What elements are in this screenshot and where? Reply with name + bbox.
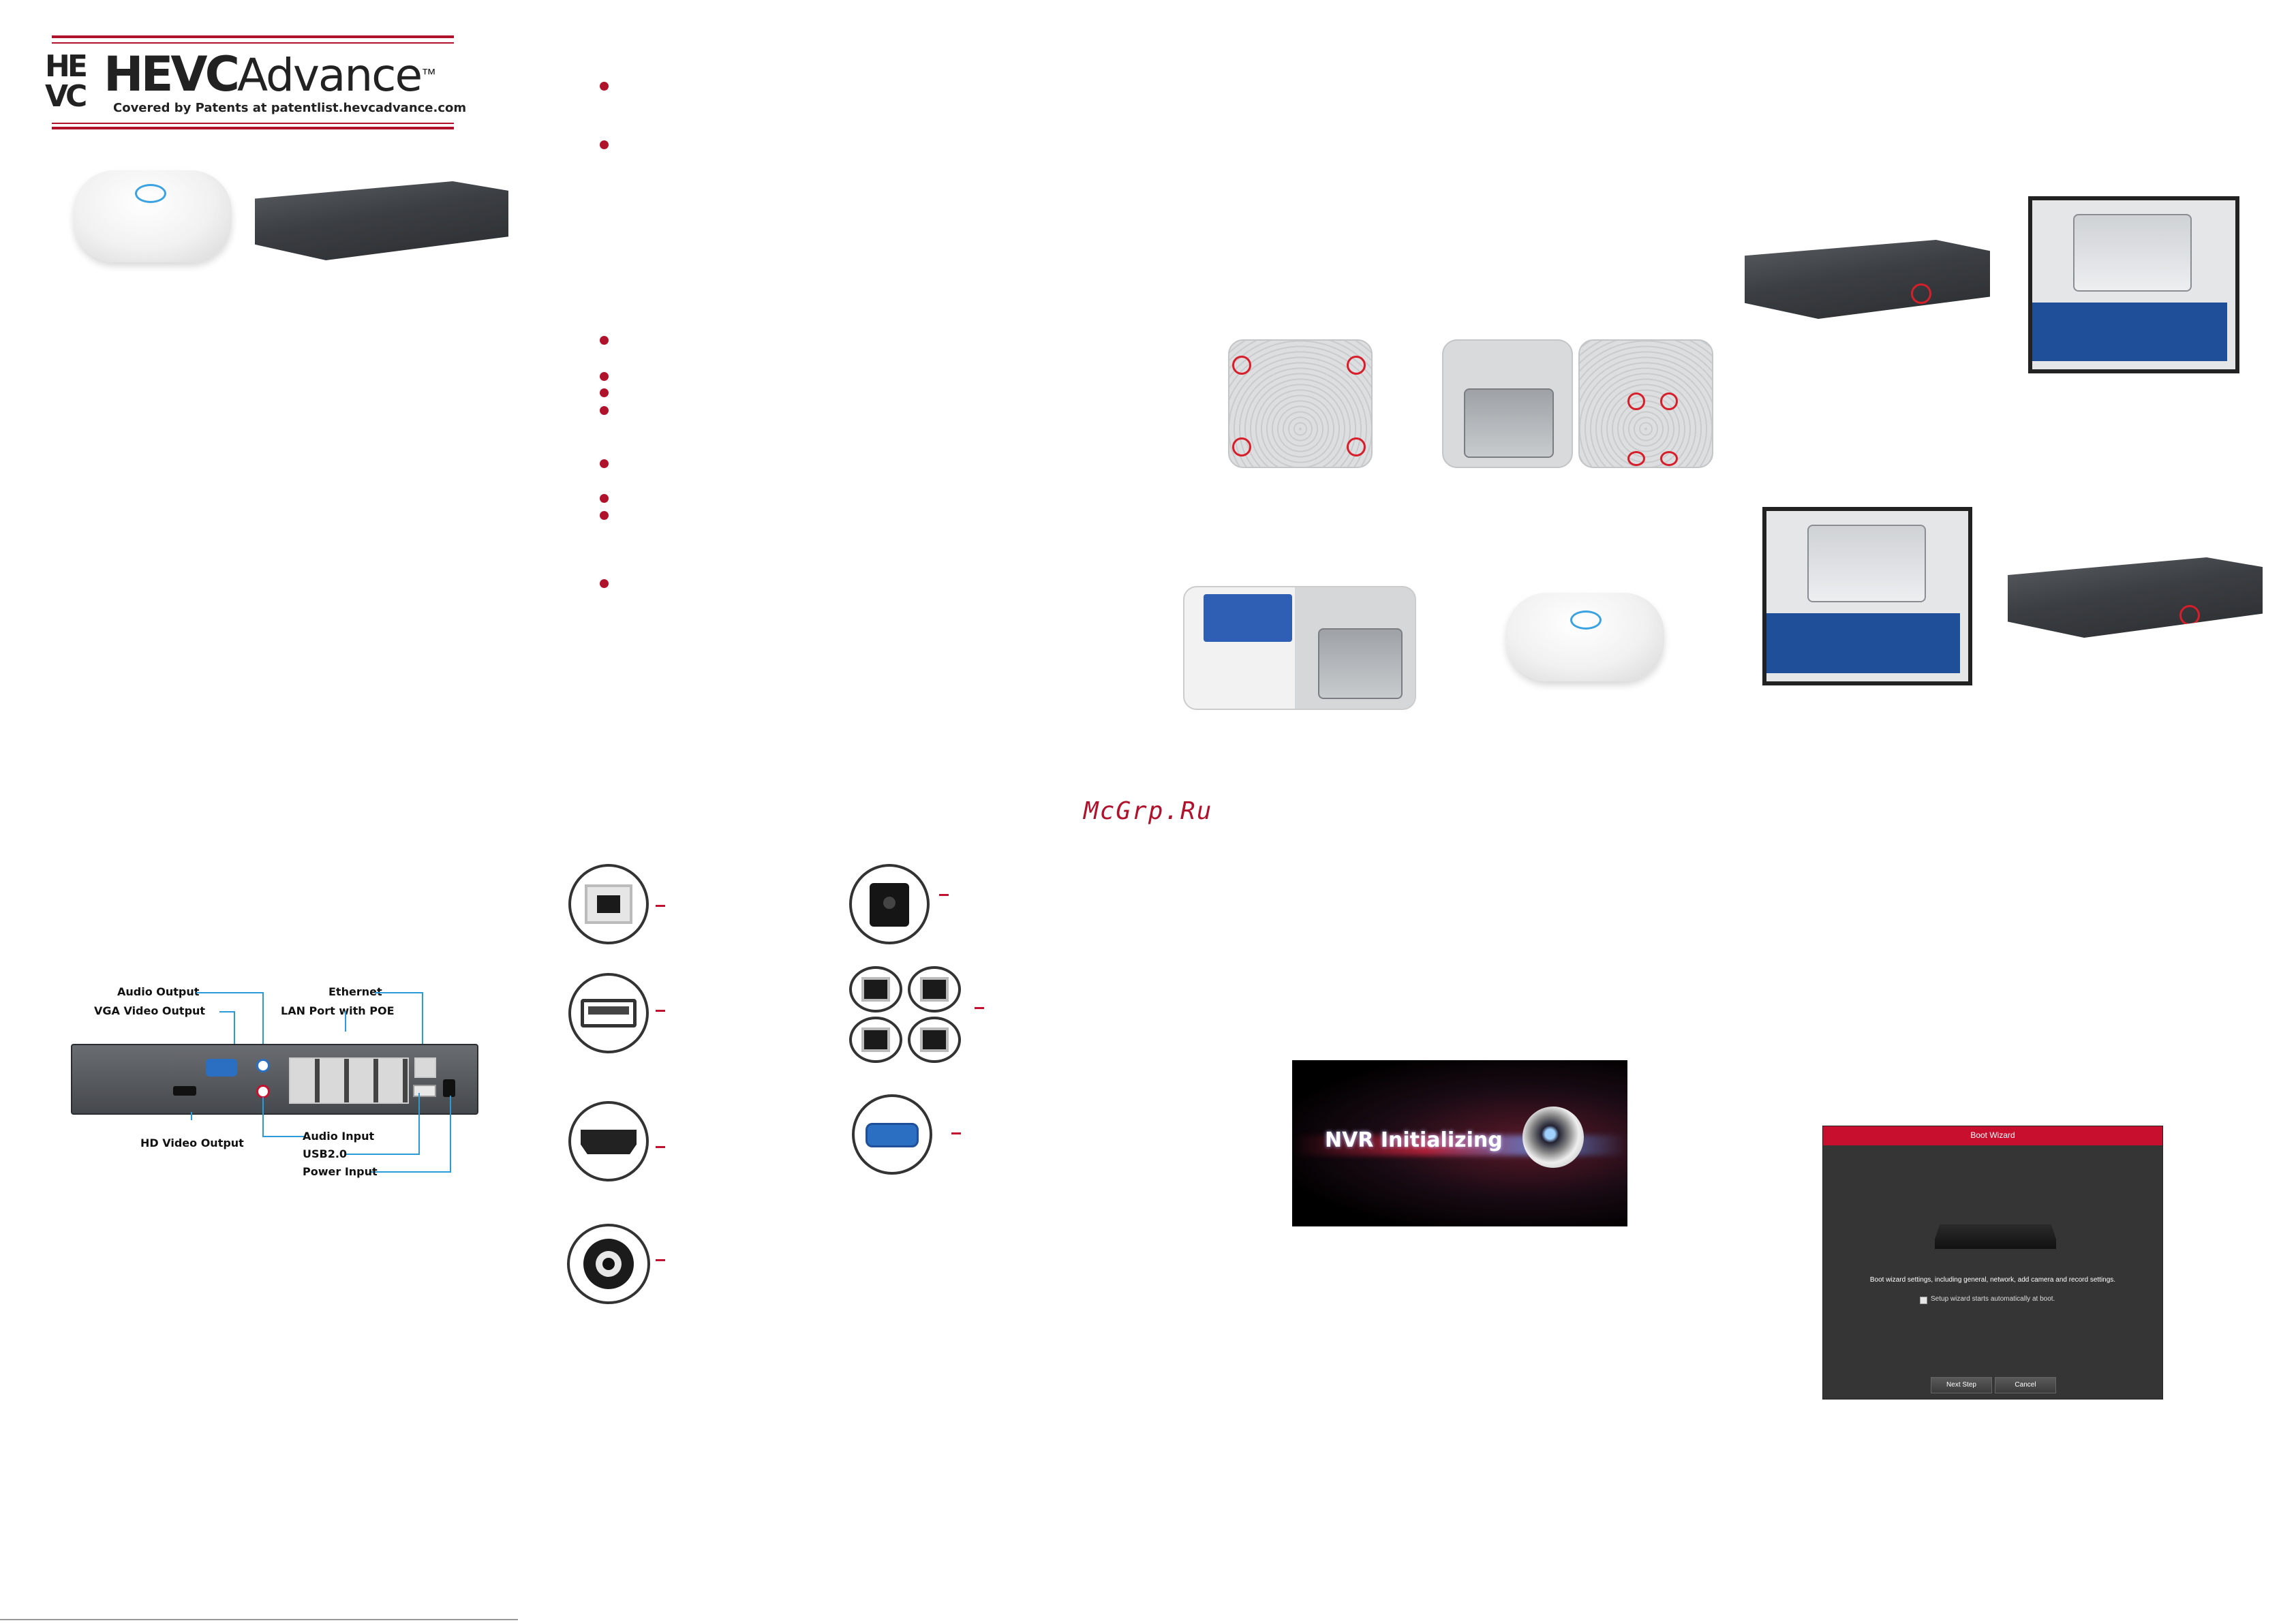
power-logo-icon: [135, 184, 166, 203]
watermark: McGrp.Ru: [1084, 797, 1213, 825]
label-power-input: Power Input: [303, 1165, 378, 1178]
ethernet-port-icon: [585, 884, 632, 924]
nvr-initializing-splash: NVR Initializing: [1292, 1060, 1627, 1226]
poe-ports-detail: [849, 966, 965, 1064]
mini-nvr-bottom-screws-photo: [1228, 339, 1373, 468]
ethernet-port-icon: [920, 977, 949, 1002]
poe-port-circle: [908, 966, 961, 1013]
poe-port-circle: [849, 966, 902, 1013]
cancel-button[interactable]: Cancel: [1995, 1377, 2056, 1393]
logo-tagline: Covered by Patents at patentlist.hevcadv…: [113, 101, 467, 115]
splash-text: NVR Initializing: [1325, 1128, 1503, 1152]
mini-nvr-closed-photo: [1506, 593, 1664, 681]
label-audio-input: Audio Input: [303, 1130, 375, 1143]
power-logo-icon: [1570, 610, 1602, 630]
ethernet-port-icon: [414, 1057, 436, 1078]
hdmi-port-detail: [568, 1101, 649, 1181]
circuit-board-icon: [1766, 613, 1960, 673]
boot-wizard-title: Boot Wizard: [1970, 1130, 2015, 1140]
vga-port-detail: [852, 1094, 932, 1175]
rack-nvr-screw-photo: [1745, 240, 1990, 319]
ethernet-port-icon: [861, 977, 890, 1002]
circuit-board-icon: [2032, 303, 2227, 361]
rack-nvr-open-top-photo: [2028, 196, 2239, 373]
vga-port-icon: [866, 1123, 919, 1147]
audio-port-detail: [567, 1224, 650, 1304]
ethernet-port-icon: [861, 1027, 890, 1052]
power-input-icon: [443, 1079, 455, 1097]
rack-nvr-open-hdd-photo: [1762, 507, 1972, 685]
mini-nvr-hdd-screws-photo: [1578, 339, 1713, 468]
next-step-button[interactable]: Next Step: [1931, 1377, 1992, 1393]
autostart-checkbox-label: Setup wizard starts automatically at boo…: [1931, 1295, 2055, 1303]
bullet-marker: [600, 82, 609, 91]
logo-brand-bold: HEVC: [104, 46, 240, 102]
nvr-mini-white-photo: [74, 170, 232, 262]
hard-drive-icon: [1318, 628, 1403, 699]
page-footer-rule: [0, 1619, 518, 1620]
power-input-icon: [870, 883, 909, 927]
logo-brand-light: Advance: [236, 49, 423, 102]
bullet-marker: [600, 579, 609, 588]
label-vga-output: VGA Video Output: [94, 1004, 206, 1017]
audio-input-jack-icon: [256, 1085, 270, 1098]
power-port-detail: [849, 864, 930, 944]
bullet-marker: [600, 140, 609, 149]
boot-wizard-description: Boot wizard settings, including general,…: [1869, 1276, 2116, 1284]
nvr-rack-photo: [255, 181, 508, 260]
rear-panel-chassis: [71, 1044, 478, 1115]
rear-panel-diagram: Audio Output VGA Video Output Ethernet L…: [71, 985, 480, 1178]
camera-lens-icon: [1522, 1107, 1584, 1168]
hard-drive-icon: [1807, 525, 1926, 602]
usb-port-icon: [413, 1085, 436, 1097]
bullet-marker: [600, 494, 609, 503]
label-ethernet: Ethernet: [328, 985, 382, 998]
ethernet-port-detail: [568, 864, 649, 944]
boot-wizard-titlebar: Boot Wizard: [1823, 1126, 2162, 1145]
hard-drive-icon: [1464, 388, 1554, 458]
bullet-marker: [600, 459, 609, 468]
label-usb: USB2.0: [303, 1147, 348, 1160]
usb-port-detail: [568, 973, 649, 1053]
audio-jack-icon: [583, 1239, 634, 1289]
poe-port-circle: [849, 1017, 902, 1063]
poe-port-circle: [908, 1017, 961, 1063]
label-lan-poe: LAN Port with POE: [281, 1004, 395, 1017]
hdmi-port-icon: [581, 1130, 637, 1154]
logo-tm: ™: [421, 65, 437, 82]
bullet-marker: [600, 388, 609, 397]
boot-wizard-window: Boot Wizard Boot wizard settings, includ…: [1822, 1126, 2163, 1400]
lan-poe-ports-icon: [289, 1057, 409, 1104]
circuit-board-icon: [1204, 594, 1292, 642]
hdmi-port-icon: [173, 1086, 196, 1096]
label-audio-output: Audio Output: [117, 985, 200, 998]
bullet-marker: [600, 336, 609, 345]
mini-nvr-open-cable-photo: [1183, 586, 1416, 710]
bullet-marker: [600, 406, 609, 415]
bullet-marker: [600, 511, 609, 520]
logo-mark: HE VC: [45, 49, 88, 114]
ethernet-port-icon: [920, 1027, 949, 1052]
bullet-marker: [600, 372, 609, 381]
hevc-logo: HE VC HEVCAdvance™ Covered by Patents at…: [45, 35, 466, 131]
nvr-device-image: [1935, 1224, 2056, 1249]
hard-drive-icon: [2073, 214, 2192, 292]
audio-output-jack-icon: [256, 1059, 270, 1072]
vga-port-icon: [206, 1059, 237, 1077]
mini-nvr-hdd-mounted-photo: [1442, 339, 1573, 468]
label-hd-output: HD Video Output: [140, 1137, 244, 1149]
rack-nvr-closed-photo: [2008, 557, 2263, 638]
autostart-checkbox[interactable]: [1920, 1297, 1927, 1304]
usb-port-icon: [581, 999, 637, 1027]
